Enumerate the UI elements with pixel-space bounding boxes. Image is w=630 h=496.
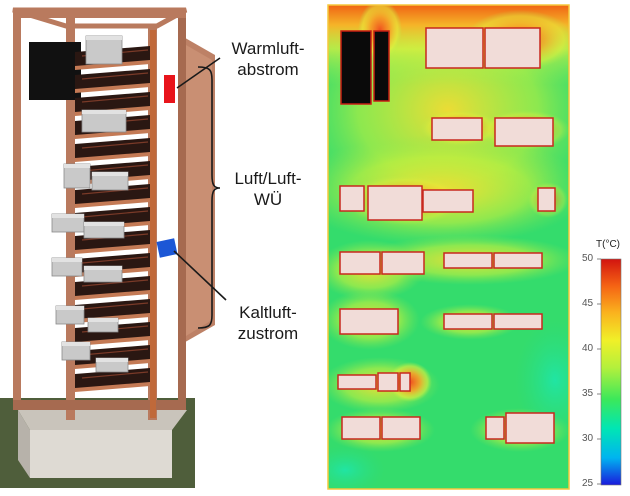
colorbar-tick-35: 35 — [582, 388, 594, 399]
colorbar-tick-30: 30 — [582, 433, 594, 444]
component-box — [443, 252, 493, 269]
component-box — [339, 308, 399, 335]
shelf-rail — [75, 60, 150, 70]
component-box — [494, 117, 554, 147]
shelf-cable — [81, 348, 149, 356]
component-box — [443, 313, 493, 330]
colorbar-gradient — [600, 258, 622, 486]
device-box-top — [56, 306, 84, 310]
device-box-top — [62, 342, 90, 346]
pedestal-front — [30, 430, 172, 478]
component-box — [339, 251, 381, 275]
shelf-rail — [75, 336, 150, 346]
cold-label-line2: zustrom — [237, 324, 299, 343]
thermal-components — [337, 27, 556, 444]
component-box — [341, 416, 381, 440]
pedestal-side — [18, 410, 30, 478]
component-box — [377, 372, 399, 392]
shelf-cable — [81, 302, 149, 310]
warm-label-line1: Warmluft- — [231, 39, 305, 58]
brace-heat-exchanger — [197, 66, 221, 329]
device-box-top — [96, 358, 128, 362]
label-cold-air-inlet: Kaltluft- zustrom — [218, 302, 318, 344]
colorbar-tick-50: 50 — [582, 253, 594, 264]
component-box — [505, 412, 555, 444]
device-box-top — [92, 172, 128, 176]
heat-exchanger-rail — [150, 30, 156, 418]
shelf-cable — [81, 371, 149, 379]
frame-top-side — [12, 7, 188, 29]
component-box — [422, 189, 474, 213]
label-warm-air-outlet: Warmluft- abstrom — [218, 38, 318, 80]
warm-air-outlet-marker — [164, 75, 175, 103]
component-box — [381, 416, 421, 440]
shelf-cable — [81, 279, 149, 287]
shelf-rail — [75, 382, 150, 392]
shelf-cable — [81, 141, 149, 149]
cold-air-inlet-marker — [156, 238, 178, 258]
shelf-cable — [81, 95, 149, 103]
annotation-lines — [173, 57, 227, 329]
frame-post-rear-right — [178, 12, 186, 410]
device-box-top — [52, 214, 84, 218]
colorbar-title: T(°C) — [596, 239, 620, 250]
colorbar-tick-25: 25 — [582, 478, 594, 489]
cold-label-line1: Kaltluft- — [239, 303, 297, 322]
device-box-top — [86, 36, 122, 40]
colorbar-tick-45: 45 — [582, 298, 594, 309]
component-box — [493, 313, 543, 330]
device-box-top — [88, 318, 118, 322]
thermal-simulation-map — [328, 5, 569, 489]
shelf-cable — [81, 72, 149, 80]
component-box — [337, 374, 377, 390]
shelf-rail — [75, 129, 150, 139]
device-box-top — [84, 266, 122, 270]
rack-side-panel-edge — [186, 45, 212, 336]
component-box — [493, 252, 543, 269]
device-box-top — [84, 222, 124, 226]
shelf-rail — [75, 198, 150, 208]
component-box — [537, 187, 556, 212]
server-block-dark — [29, 42, 81, 100]
component-box — [339, 185, 365, 212]
component-dark-2 — [373, 30, 390, 102]
device-box — [85, 35, 123, 65]
warm-label-line2: abstrom — [237, 60, 299, 79]
component-box — [431, 117, 483, 141]
shelf-rail — [75, 83, 150, 93]
shelf-cable — [81, 187, 149, 195]
component-box — [381, 251, 425, 275]
shelf-cable — [81, 210, 149, 218]
hx-label-line1: Luft/Luft- — [234, 169, 302, 188]
pointer-warm-outlet — [176, 57, 221, 89]
shelf-rail — [75, 290, 150, 300]
shelf-rail — [75, 152, 150, 162]
device-box-top — [82, 110, 126, 114]
colorbar-tick-marks — [597, 258, 601, 485]
component-dark-1 — [340, 30, 372, 105]
component-box — [484, 27, 541, 69]
thermal-frame — [327, 4, 570, 490]
device-box-top — [64, 164, 90, 168]
shelf-rail — [75, 244, 150, 254]
device-box-top — [52, 258, 82, 262]
pointer-cold-inlet — [173, 250, 227, 301]
label-heat-exchanger: Luft/Luft- WÜ — [218, 168, 318, 210]
frame-bottom — [13, 400, 186, 410]
component-box — [367, 185, 423, 221]
component-box — [399, 372, 411, 392]
colorbar-tick-40: 40 — [582, 343, 594, 354]
hx-label-line2: WÜ — [253, 190, 283, 209]
temperature-colorbar — [597, 258, 622, 486]
pedestal-top — [18, 410, 187, 430]
rack-shelves — [51, 35, 150, 392]
frame-post-rear-left — [13, 12, 21, 407]
shelf-cable — [81, 256, 149, 264]
component-box — [485, 416, 505, 440]
component-box — [425, 27, 484, 69]
frame-top-front — [13, 10, 186, 18]
shelf-cable — [81, 164, 149, 172]
rack-3d-model — [0, 7, 215, 488]
